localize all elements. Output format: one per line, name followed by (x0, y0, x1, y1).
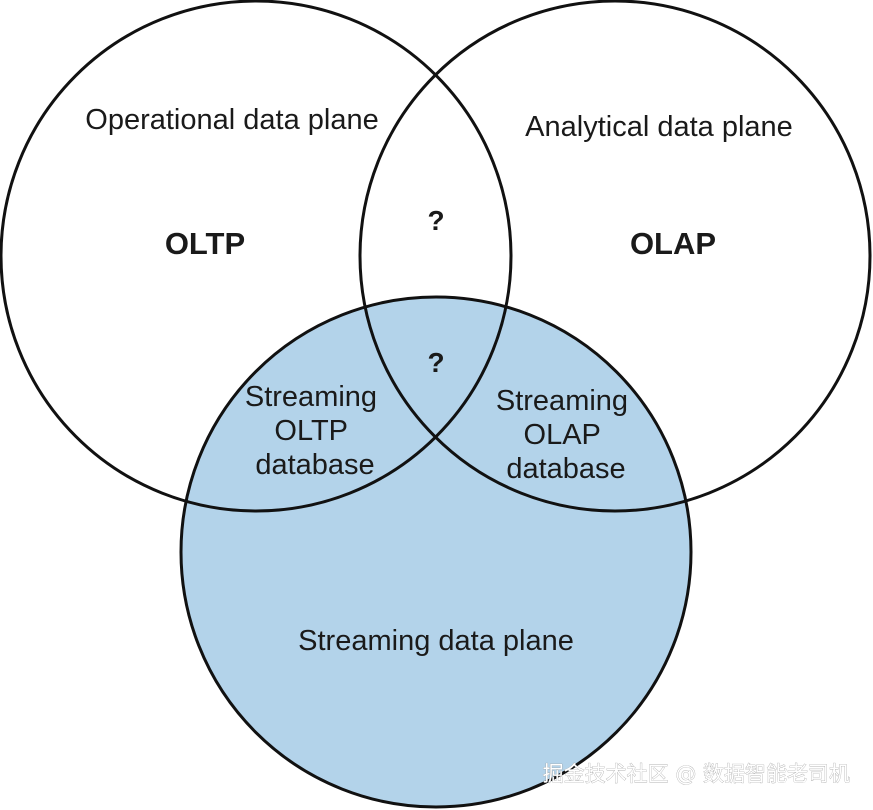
watermark-text: 掘金技术社区 @ 数据智能老司机 (543, 762, 850, 786)
streaming-oltp-line-1: Streaming (245, 381, 377, 413)
streaming-circle (179, 295, 693, 809)
analytical-title: Analytical data plane (525, 111, 793, 143)
streaming-olap-line-3: database (506, 453, 625, 485)
streaming-oltp-line-3: database (255, 449, 374, 481)
operational-title: Operational data plane (85, 104, 378, 136)
streaming-olap-line-2: OLAP (524, 419, 601, 451)
streaming-olap-database-label: Streaming OLAP database (496, 385, 636, 485)
olap-label: OLAP (630, 226, 716, 261)
streaming-oltp-line-2: OLTP (274, 415, 347, 447)
operational-analytical-question: ? (427, 205, 444, 236)
streaming-oltp-database-label: Streaming OLTP database (245, 381, 385, 481)
streaming-olap-line-1: Streaming (496, 385, 628, 417)
all-three-question: ? (427, 347, 444, 378)
oltp-label: OLTP (165, 226, 245, 261)
analytical-circle (358, 0, 872, 513)
streaming-title: Streaming data plane (298, 625, 574, 657)
operational-circle (0, 0, 513, 513)
